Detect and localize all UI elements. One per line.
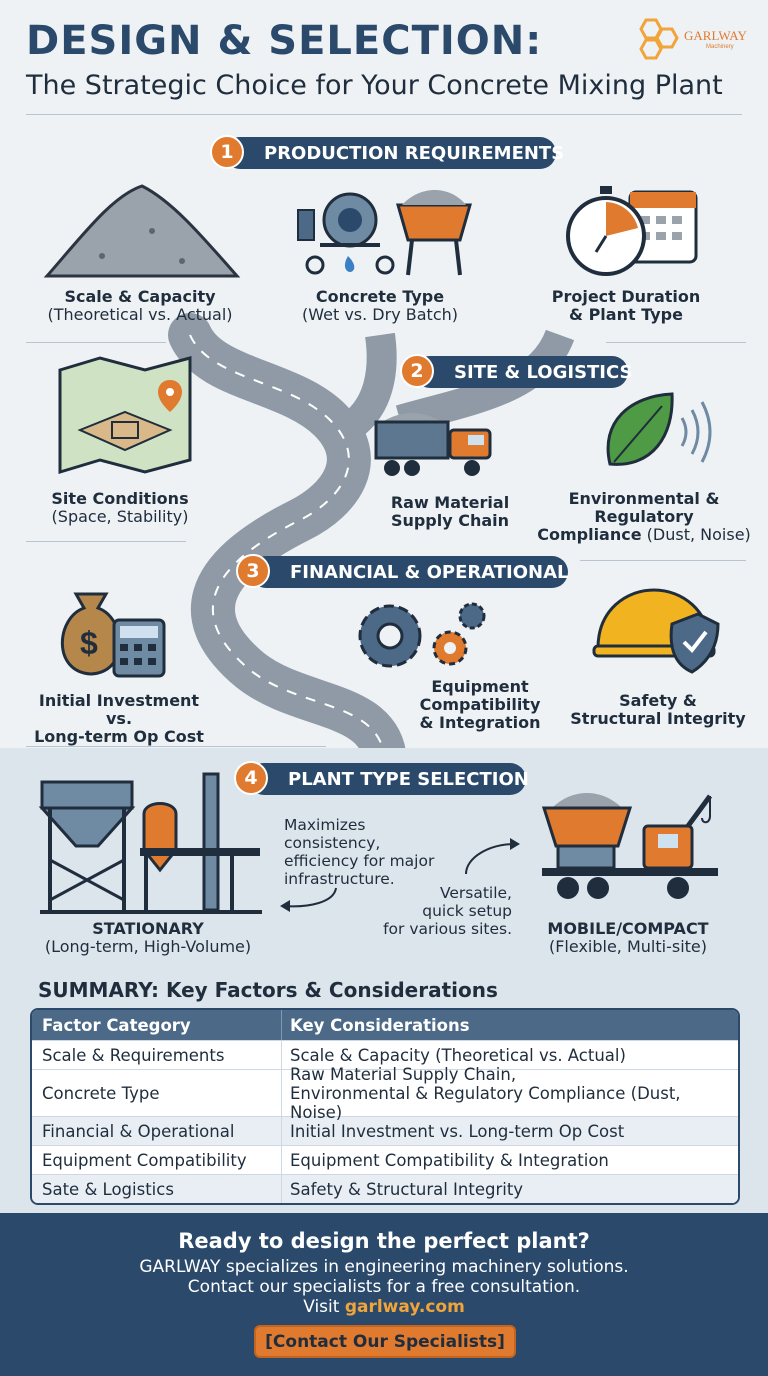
divider bbox=[26, 746, 326, 747]
section-label: FINANCIAL & OPERATIONAL bbox=[290, 561, 569, 583]
logo-name: GARLWAY bbox=[684, 28, 747, 43]
section-number: 2 bbox=[400, 354, 434, 388]
summary-table: Factor Category Key Considerations Scale… bbox=[30, 1008, 740, 1205]
table-cell: Scale & Capacity (Theoretical vs. Actual… bbox=[290, 1045, 626, 1065]
footer-visit: Visit garlway.com bbox=[303, 1297, 465, 1317]
table-cell: Equipment Compatibility & Integration bbox=[290, 1150, 609, 1170]
stopwatch-calendar-icon bbox=[566, 186, 698, 276]
section-number: 4 bbox=[234, 761, 268, 795]
table-header: Factor Category Key Considerations bbox=[32, 1010, 738, 1040]
hardhat-shield-icon bbox=[592, 588, 720, 674]
divider bbox=[26, 541, 186, 542]
item-raw-material: Raw Material Supply Chain bbox=[390, 493, 510, 530]
table-cell: Initial Investment vs. Long-term Op Cost bbox=[290, 1121, 625, 1141]
gears-icon bbox=[358, 602, 486, 668]
money-bag-calculator-icon: $ bbox=[60, 592, 166, 678]
website-link[interactable]: garlway.com bbox=[344, 1297, 465, 1317]
table-row: Sate & Logistics Safety & Structural Int… bbox=[32, 1174, 738, 1203]
divider bbox=[606, 342, 746, 343]
table-row: Financial & Operational Initial Investme… bbox=[32, 1116, 738, 1145]
section-label: PLANT TYPE SELECTION bbox=[288, 768, 529, 790]
divider bbox=[580, 560, 746, 561]
mobile-note: Versatile, quick setup for various sites… bbox=[383, 884, 512, 938]
item-initial-investment: Initial Investment vs. Long-term Op Cost bbox=[34, 691, 204, 746]
hexagon-logo-icon bbox=[639, 18, 679, 60]
table-cell: Safety & Structural Integrity bbox=[290, 1179, 524, 1199]
table-cell: Sate & Logistics bbox=[32, 1175, 282, 1203]
page-title: DESIGN & SELECTION: bbox=[26, 18, 543, 64]
table-row: Scale & Requirements Scale & Capacity (T… bbox=[32, 1040, 738, 1069]
contact-specialists-button[interactable]: [Contact Our Specialists] bbox=[254, 1325, 516, 1358]
item-scale-capacity: Scale & Capacity (Theoretical vs. Actual… bbox=[47, 287, 233, 324]
table-cell: Equipment Compatibility bbox=[32, 1146, 282, 1174]
item-safety: Safety & Structural Integrity bbox=[570, 691, 746, 728]
item-concrete-type: Concrete Type (Wet vs. Dry Batch) bbox=[302, 287, 458, 324]
stationary-note: Maximizes consistency, efficiency for ma… bbox=[284, 816, 435, 888]
footer-headline: Ready to design the perfect plant? bbox=[178, 1229, 590, 1253]
footer-line2: Contact our specialists for a free consu… bbox=[187, 1277, 581, 1297]
column-header: Key Considerations bbox=[290, 1015, 470, 1035]
section-production-requirements: 1 PRODUCTION REQUIREMENTS bbox=[210, 135, 564, 169]
mobile-plant-icon bbox=[541, 793, 718, 899]
section-label: SITE & LOGISTICS bbox=[454, 361, 633, 383]
item-mobile: MOBILE/COMPACT (Flexible, Multi-site) bbox=[547, 919, 709, 956]
section-label: PRODUCTION REQUIREMENTS bbox=[264, 142, 565, 164]
item-stationary: STATIONARY (Long-term, High-Volume) bbox=[44, 919, 252, 956]
table-row: Equipment Compatibility Equipment Compat… bbox=[32, 1145, 738, 1174]
aggregate-pile-icon bbox=[43, 184, 241, 278]
section-plant-type: 4 PLANT TYPE SELECTION bbox=[234, 761, 529, 795]
item-project-duration: Project Duration & Plant Type bbox=[551, 287, 701, 324]
item-environmental: Environmental & Regulatory Compliance (D… bbox=[537, 489, 751, 544]
dump-truck-icon bbox=[374, 413, 492, 476]
summary-heading: SUMMARY: Key Factors & Considerations bbox=[38, 978, 498, 1002]
table-row: Concrete Type Raw Material Supply Chain,… bbox=[32, 1064, 738, 1122]
section-number: 1 bbox=[210, 135, 244, 169]
table-cell: Financial & Operational bbox=[32, 1117, 282, 1145]
table-cell: Raw Material Supply Chain, Environmental… bbox=[290, 1064, 681, 1122]
mixer-hopper-icon bbox=[297, 190, 472, 276]
site-map-icon bbox=[58, 356, 192, 475]
column-header: Factor Category bbox=[32, 1010, 282, 1040]
section-financial-operational: 3 FINANCIAL & OPERATIONAL bbox=[236, 554, 569, 588]
leaf-sound-icon bbox=[606, 392, 712, 466]
svg-text:$: $ bbox=[80, 625, 98, 661]
garlway-logo: GARLWAY Machinery bbox=[632, 16, 752, 62]
section-site-logistics: 2 SITE & LOGISTICS bbox=[400, 354, 633, 388]
item-equipment-compatibility: Equipment Compatibility & Integration bbox=[419, 677, 541, 732]
page-subtitle: The Strategic Choice for Your Concrete M… bbox=[26, 70, 723, 101]
section-number: 3 bbox=[236, 554, 270, 588]
footer-line1: GARLWAY specializes in engineering machi… bbox=[139, 1257, 629, 1277]
table-cell: Scale & Requirements bbox=[32, 1041, 282, 1069]
item-site-conditions: Site Conditions (Space, Stability) bbox=[51, 489, 189, 526]
divider bbox=[26, 342, 166, 343]
header-divider bbox=[26, 114, 742, 115]
logo-sub: Machinery bbox=[706, 44, 734, 50]
stationary-plant-icon bbox=[38, 772, 262, 914]
table-cell: Concrete Type bbox=[32, 1070, 282, 1116]
arrows bbox=[280, 838, 520, 912]
